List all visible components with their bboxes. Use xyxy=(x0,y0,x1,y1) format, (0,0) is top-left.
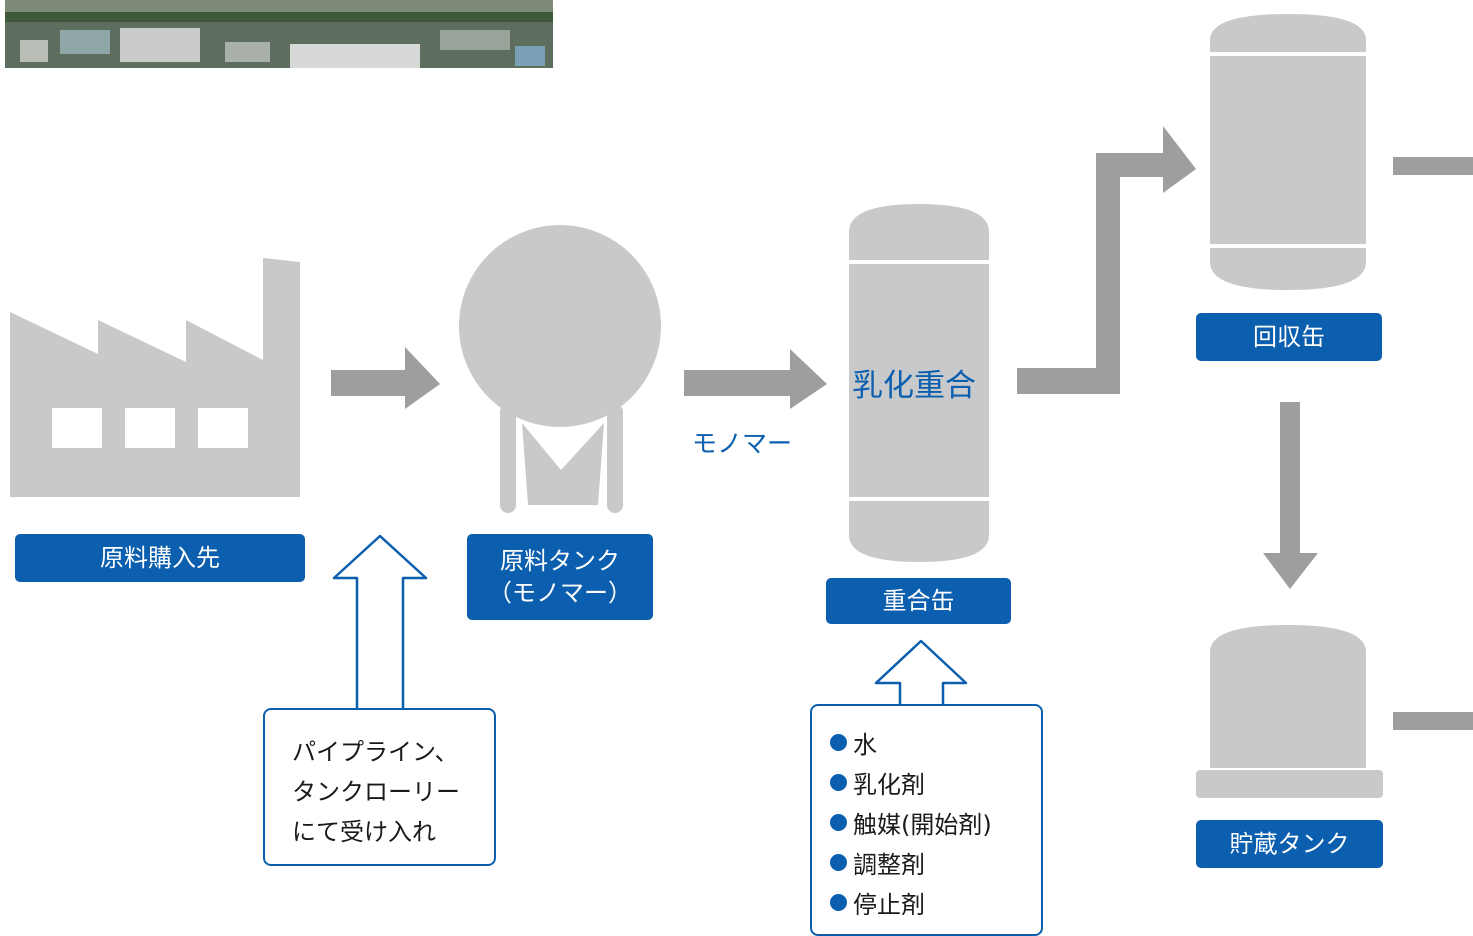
arrow-tank-to-polymerization xyxy=(684,349,827,409)
spherical-tank-icon xyxy=(459,225,661,513)
factory-icon xyxy=(10,258,300,497)
arrow-recovery-out xyxy=(1393,157,1473,175)
list-item: 停止剤 xyxy=(830,882,1041,922)
list-item: 触媒(開始剤) xyxy=(830,802,1041,842)
monomer-text: モノマー xyxy=(692,429,793,458)
list-item: 乳化剤 xyxy=(830,762,1041,802)
arrow-supplier-to-tank xyxy=(331,347,440,409)
bullet-icon xyxy=(830,813,847,831)
bullet-icon xyxy=(830,773,847,791)
outline-arrow-additives xyxy=(874,639,968,706)
list-item: 水 xyxy=(830,722,1041,762)
label-raw-material-supplier: 原料購入先 xyxy=(15,534,305,582)
emulsion-polymerization-text: 乳化重合 xyxy=(852,368,976,404)
label-polymerization-can: 重合缶 xyxy=(826,578,1011,624)
polymerization-vessel-icon xyxy=(849,204,989,562)
aerial-photo-icon xyxy=(5,0,553,68)
storage-tank-icon xyxy=(1196,625,1383,798)
bullet-icon xyxy=(830,853,847,871)
label-raw-material-tank: 原料タンク （モノマー） xyxy=(467,534,653,620)
label-recovery-can: 回収缶 xyxy=(1196,313,1382,361)
list-item: 調整剤 xyxy=(830,842,1041,882)
arrow-storage-out xyxy=(1393,712,1473,730)
arrow-recovery-to-storage xyxy=(1263,402,1318,589)
additives-note: 水 乳化剤 触媒(開始剤) 調整剤 停止剤 xyxy=(810,704,1043,936)
label-storage-tank: 貯蔵タンク xyxy=(1196,820,1383,868)
arrow-polymerization-to-recovery xyxy=(1017,126,1196,394)
bullet-icon xyxy=(830,733,847,751)
bullet-icon xyxy=(830,893,847,911)
outline-arrow-receiving xyxy=(332,534,428,710)
recovery-vessel-icon xyxy=(1210,14,1366,290)
receiving-note: パイプライン、 タンクローリー にて受け入れ xyxy=(263,708,496,866)
